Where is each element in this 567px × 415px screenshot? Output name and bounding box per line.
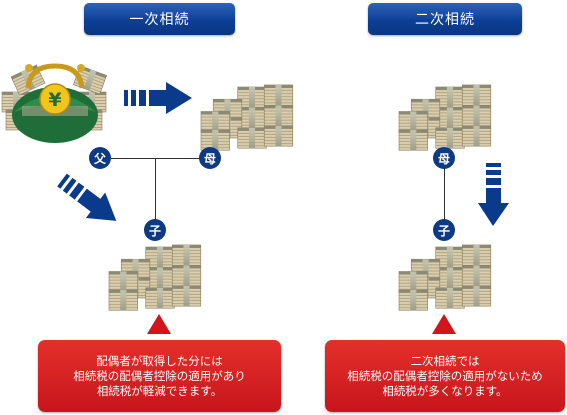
money-stack-child-first <box>109 245 201 310</box>
arrow-diagonal-icon <box>57 173 117 221</box>
note-first-inheritance: 配偶者が取得した分には 相続税の配偶者控除の適用があり 相続税が軽減できます。 <box>38 340 281 412</box>
node-father: 父 <box>89 147 111 169</box>
yen-symbol: ¥ <box>48 89 61 111</box>
note-first-line-2: 相続税の配偶者控除の適用があり <box>73 368 246 383</box>
header-first-inheritance: 一次相続 <box>84 3 235 35</box>
money-stack-mother-first <box>201 85 293 150</box>
header-second-inheritance: 二次相続 <box>368 3 522 35</box>
node-mother-second-label: 母 <box>437 151 450 166</box>
purse-icon: ¥ <box>1 63 108 143</box>
header-second-label: 二次相続 <box>415 12 475 28</box>
money-stack-mother-second <box>399 85 491 150</box>
note-second-line-1: 二次相続では <box>410 353 480 368</box>
node-father-label: 父 <box>93 151 106 166</box>
tree-line-child-left <box>155 158 156 230</box>
note-second-inheritance: 二次相続では 相続税の配偶者控除の適用がないため 相続税が多くなります。 <box>325 340 565 412</box>
triangle-left-icon <box>147 314 171 334</box>
tree-line-right <box>444 160 445 230</box>
money-stack-child-second <box>399 245 491 310</box>
node-child-second: 子 <box>433 219 455 241</box>
node-child-first-label: 子 <box>148 223 161 238</box>
note-first-line-1: 配偶者が取得した分には <box>96 353 223 368</box>
arrow-right-icon <box>124 82 192 114</box>
node-child-second-label: 子 <box>437 223 450 238</box>
note-second-line-3: 相続税が多くなります。 <box>382 383 508 398</box>
note-second-line-2: 相続税の配偶者控除の適用がないため <box>347 368 543 383</box>
triangle-right-icon <box>432 314 456 334</box>
node-child-first: 子 <box>144 219 166 241</box>
arrow-down-icon <box>478 163 509 226</box>
node-mother-first-label: 母 <box>203 151 216 166</box>
node-mother-first: 母 <box>199 147 221 169</box>
node-mother-second: 母 <box>433 147 455 169</box>
header-first-label: 一次相続 <box>129 12 190 28</box>
note-first-line-3: 相続税が軽減できます。 <box>96 383 223 398</box>
